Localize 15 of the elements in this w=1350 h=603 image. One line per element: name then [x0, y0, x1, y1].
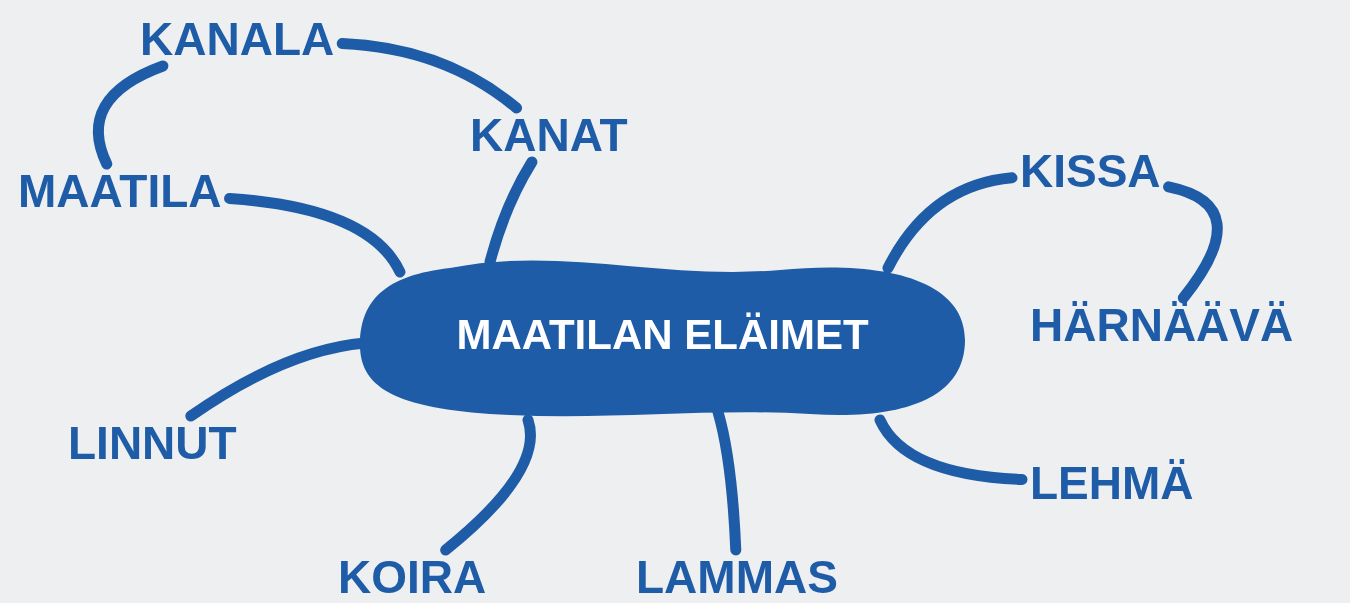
connector-line — [874, 414, 1028, 486]
topic-label: KANALA — [132, 12, 343, 66]
topic-label: HÄRNÄÄVÄ — [1022, 298, 1302, 352]
topic-label: LINNUT — [60, 416, 245, 470]
topic-label: KISSA — [1012, 144, 1169, 198]
topic-label: KANAT — [462, 108, 636, 162]
topic-label: MAATILA — [10, 164, 230, 218]
connector-line — [336, 38, 523, 114]
connector-line — [224, 192, 406, 278]
connector-line — [882, 172, 1018, 274]
connector-line — [440, 414, 536, 556]
topic-label: KOIRA — [330, 550, 495, 603]
central-topic-text: MAATILAN ELÄIMET — [456, 314, 869, 356]
topic-label: LAMMAS — [628, 550, 846, 603]
topic-label: LEHMÄ — [1022, 456, 1202, 510]
